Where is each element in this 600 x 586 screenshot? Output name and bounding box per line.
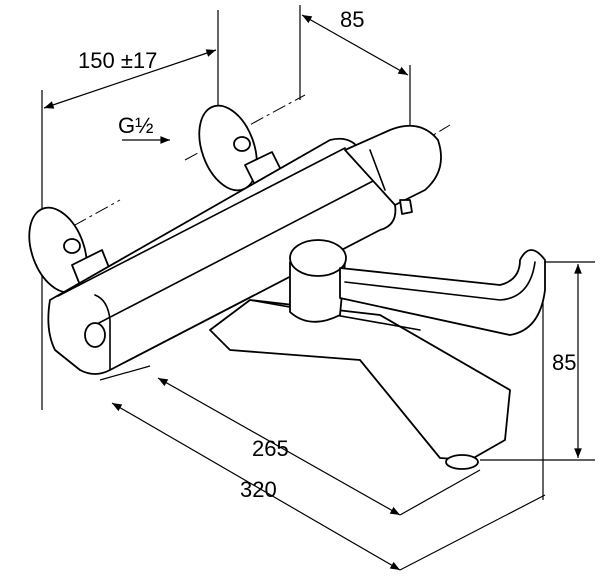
lever-handle bbox=[289, 239, 546, 336]
dimension-lines bbox=[43, 14, 582, 571]
thermostat-body bbox=[47, 124, 442, 375]
right-escutcheon bbox=[198, 104, 283, 192]
left-escutcheon bbox=[28, 206, 111, 294]
inlet-spacing-label: 150 ±17 bbox=[78, 48, 157, 73]
height-right-label: 85 bbox=[552, 350, 576, 375]
depth-top-label: 85 bbox=[340, 7, 364, 32]
overall-length-label: 320 bbox=[240, 477, 277, 502]
thread-label: G½ bbox=[118, 113, 153, 138]
spout-length-label: 265 bbox=[252, 436, 289, 461]
